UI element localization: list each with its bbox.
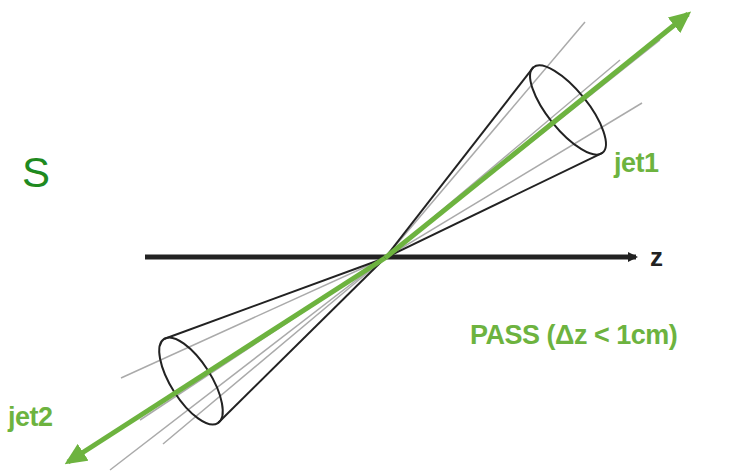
jet-axis: [68, 258, 385, 462]
jet-label: jet1: [614, 150, 659, 177]
cut-label: PASS (Δz < 1cm): [470, 322, 677, 349]
jet-label: jet2: [8, 404, 53, 431]
tracks: [110, 22, 660, 470]
cut-off-text: S: [22, 152, 50, 194]
jet-axis: [385, 14, 688, 258]
axis-label: z: [650, 244, 663, 270]
jet-cone: [147, 55, 618, 434]
